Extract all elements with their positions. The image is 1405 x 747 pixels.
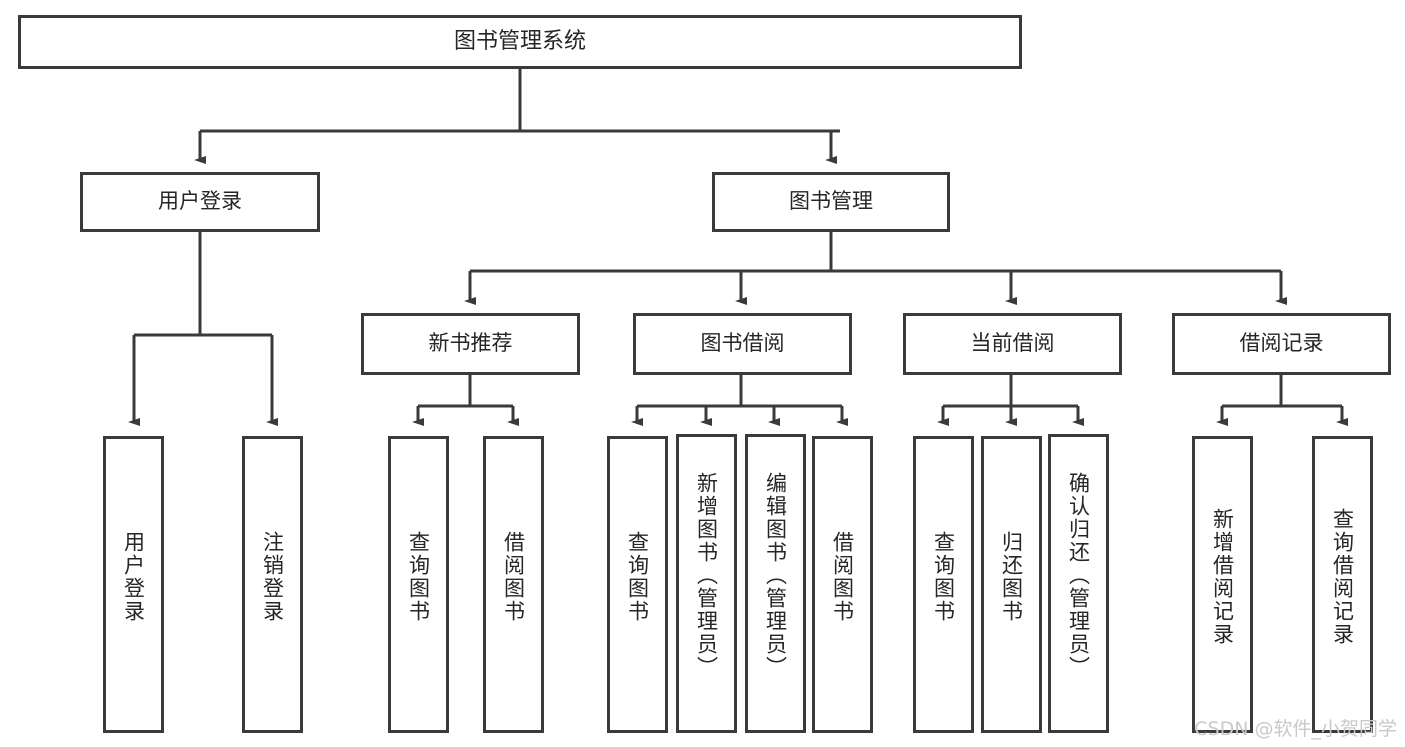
node-label: 图书管理 (789, 189, 873, 214)
node-label: 查询图书 (625, 531, 650, 623)
leaf-query-book-recommend[interactable]: 查询图书 (388, 436, 449, 733)
node-label: 图书管理系统 (453, 28, 586, 54)
node-current-borrow[interactable]: 当前借阅 (903, 313, 1122, 375)
leaf-return-book[interactable]: 归还图书 (981, 436, 1042, 733)
node-new-book-recommend[interactable]: 新书推荐 (361, 313, 580, 375)
node-label: 归还图书 (999, 531, 1024, 623)
node-label: 借阅记录 (1239, 331, 1324, 356)
leaf-query-book-borrow[interactable]: 查询图书 (607, 436, 668, 733)
leaf-confirm-return-admin[interactable]: 确认归还（管理员） (1048, 434, 1109, 733)
node-label: 用户登录 (158, 189, 242, 214)
leaf-edit-book-admin[interactable]: 编辑图书（管理员） (745, 434, 806, 733)
node-label: 查询图书 (931, 531, 956, 623)
node-label: 当前借阅 (970, 331, 1055, 356)
watermark: CSDN @软件_小贺同学 (1194, 718, 1397, 740)
node-label: 确认归还（管理员） (1066, 472, 1091, 679)
node-root-system[interactable]: 图书管理系统 (18, 15, 1022, 69)
node-label: 借阅图书 (830, 531, 855, 623)
leaf-query-book-current[interactable]: 查询图书 (913, 436, 974, 733)
node-user-login[interactable]: 用户登录 (80, 172, 320, 232)
node-label: 新书推荐 (428, 331, 513, 356)
node-label: 查询借阅记录 (1330, 508, 1355, 646)
node-label: 新增借阅记录 (1210, 508, 1235, 646)
node-label: 新增图书（管理员） (694, 472, 719, 679)
leaf-borrow-book[interactable]: 借阅图书 (812, 436, 873, 733)
node-label: 借阅图书 (501, 531, 526, 623)
node-label: 查询图书 (406, 531, 431, 623)
node-label: 编辑图书（管理员） (763, 472, 788, 679)
node-label: 图书借阅 (700, 331, 785, 356)
leaf-user-logout[interactable]: 注销登录 (242, 436, 303, 733)
node-book-management[interactable]: 图书管理 (712, 172, 950, 232)
node-book-borrow[interactable]: 图书借阅 (633, 313, 852, 375)
node-label: 注销登录 (260, 531, 285, 623)
leaf-user-login[interactable]: 用户登录 (103, 436, 164, 733)
node-label: 用户登录 (121, 531, 146, 623)
leaf-add-borrow-record[interactable]: 新增借阅记录 (1192, 436, 1253, 733)
node-borrow-record[interactable]: 借阅记录 (1172, 313, 1391, 375)
leaf-query-borrow-record[interactable]: 查询借阅记录 (1312, 436, 1373, 733)
leaf-borrow-book-recommend[interactable]: 借阅图书 (483, 436, 544, 733)
leaf-add-book-admin[interactable]: 新增图书（管理员） (676, 434, 737, 733)
